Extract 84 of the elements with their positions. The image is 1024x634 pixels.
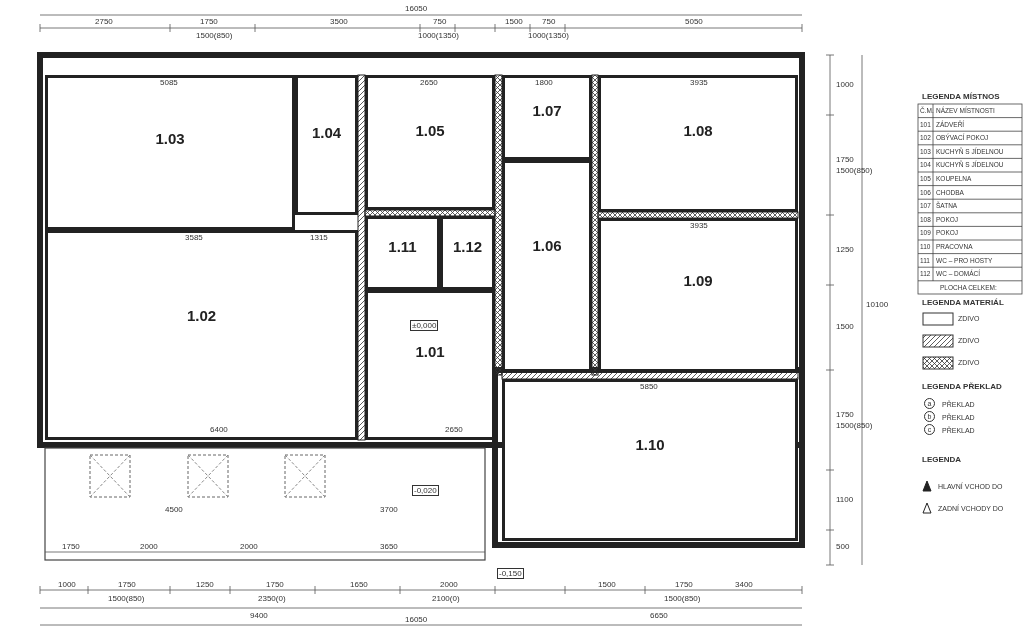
elevation-mark: -0,020 — [412, 485, 439, 496]
dimension-label: 1750 — [200, 17, 218, 26]
dimension-label: 9400 — [250, 611, 268, 620]
dimension-label: 1500 — [505, 17, 523, 26]
dimension-label: 3935 — [690, 78, 708, 87]
dimension-label: 1650 — [350, 580, 368, 589]
dimension-label: 5850 — [640, 382, 658, 391]
dimension-label: 1750 — [836, 410, 854, 419]
dimension-label: 1750 — [62, 542, 80, 551]
room — [45, 230, 358, 440]
dimension-label: 4500 — [165, 505, 183, 514]
dimension-label: 1500 — [836, 322, 854, 331]
dimension-label: 2000 — [140, 542, 158, 551]
dimension-label: 1500(850) — [664, 594, 701, 603]
room — [502, 160, 592, 372]
dimension-label: 2650 — [420, 78, 438, 87]
room — [598, 75, 798, 212]
dimension-label: 1750 — [118, 580, 136, 589]
elevation-mark: -0,150 — [497, 568, 524, 579]
dimension-label: 16050 — [405, 4, 428, 13]
room-number: 1.04 — [311, 123, 342, 141]
room — [440, 216, 495, 290]
dimension-label: 1500 — [598, 580, 616, 589]
dimension-label: 1500(850) — [196, 31, 233, 40]
dimension-label: 3650 — [380, 542, 398, 551]
dimension-label: 16050 — [405, 615, 428, 624]
dimension-label: 750 — [433, 17, 447, 26]
dimension-label: 500 — [836, 542, 850, 551]
dimension-label: 3585 — [185, 233, 203, 242]
dimension-label: 6650 — [650, 611, 668, 620]
dimension-label: 1250 — [836, 245, 854, 254]
dimension-label: 1500(850) — [836, 166, 873, 175]
room — [502, 75, 592, 160]
dimension-label: 2650 — [445, 425, 463, 434]
room-number: 1.03 — [155, 129, 185, 147]
legend-heading: LEGENDA MATERIÁL — [922, 298, 1004, 307]
room — [365, 216, 440, 290]
room — [598, 218, 798, 372]
dimension-label: 1750 — [266, 580, 284, 589]
dimension-label: 3700 — [380, 505, 398, 514]
dimension-label: 5085 — [160, 78, 178, 87]
room-number: 1.05 — [415, 121, 445, 139]
dimension-label: 6400 — [210, 425, 228, 434]
dimension-label: 2000 — [440, 580, 458, 589]
legend-heading: LEGENDA — [922, 455, 962, 464]
dimension-label: 1500(850) — [108, 594, 145, 603]
room-number: 1.01 — [415, 342, 445, 360]
room — [45, 75, 295, 230]
dimension-label: 1250 — [196, 580, 214, 589]
dimension-label: 1500(850) — [836, 421, 873, 430]
dimension-label: 5050 — [685, 17, 703, 26]
dimension-label: 1000(1350) — [418, 31, 459, 40]
room — [295, 75, 358, 215]
dimension-label: 3500 — [330, 17, 348, 26]
dimension-label: 2100(0) — [432, 594, 460, 603]
dimension-label: 1000(1350) — [528, 31, 569, 40]
dimension-label: 1000 — [836, 80, 854, 89]
dimension-label: 2000 — [240, 542, 258, 551]
room-number: 1.09 — [683, 271, 713, 289]
dimension-label: 1750 — [675, 580, 693, 589]
room — [365, 290, 495, 440]
room-number: 1.02 — [186, 306, 217, 324]
dimension-label: 10100 — [866, 300, 889, 309]
elevation-mark: ±0,000 — [410, 320, 439, 331]
legend-heading: LEGENDA PŘEKLAD — [922, 382, 1002, 391]
dimension-label: 1800 — [535, 78, 553, 87]
room-number: 1.11 — [388, 237, 417, 255]
room-number: 1.12 — [452, 237, 483, 255]
dimension-label: 1000 — [58, 580, 76, 589]
legend-heading: LEGENDA MÍSTNOS — [922, 92, 1000, 101]
dimension-label: 2350(0) — [258, 594, 286, 603]
room-number: 1.07 — [532, 101, 562, 119]
dimension-label: 3935 — [690, 221, 708, 230]
dimension-label: 1100 — [836, 495, 854, 504]
room — [365, 75, 495, 210]
dimension-label: 1315 — [310, 233, 328, 242]
room-number: 1.10 — [635, 435, 665, 453]
dimension-label: 3400 — [735, 580, 753, 589]
room-number: 1.06 — [532, 236, 562, 254]
dimension-label: 750 — [542, 17, 556, 26]
room — [502, 379, 798, 541]
dimension-label: 2750 — [95, 17, 113, 26]
dimension-label: 1750 — [836, 155, 854, 164]
room-number: 1.08 — [683, 121, 713, 139]
